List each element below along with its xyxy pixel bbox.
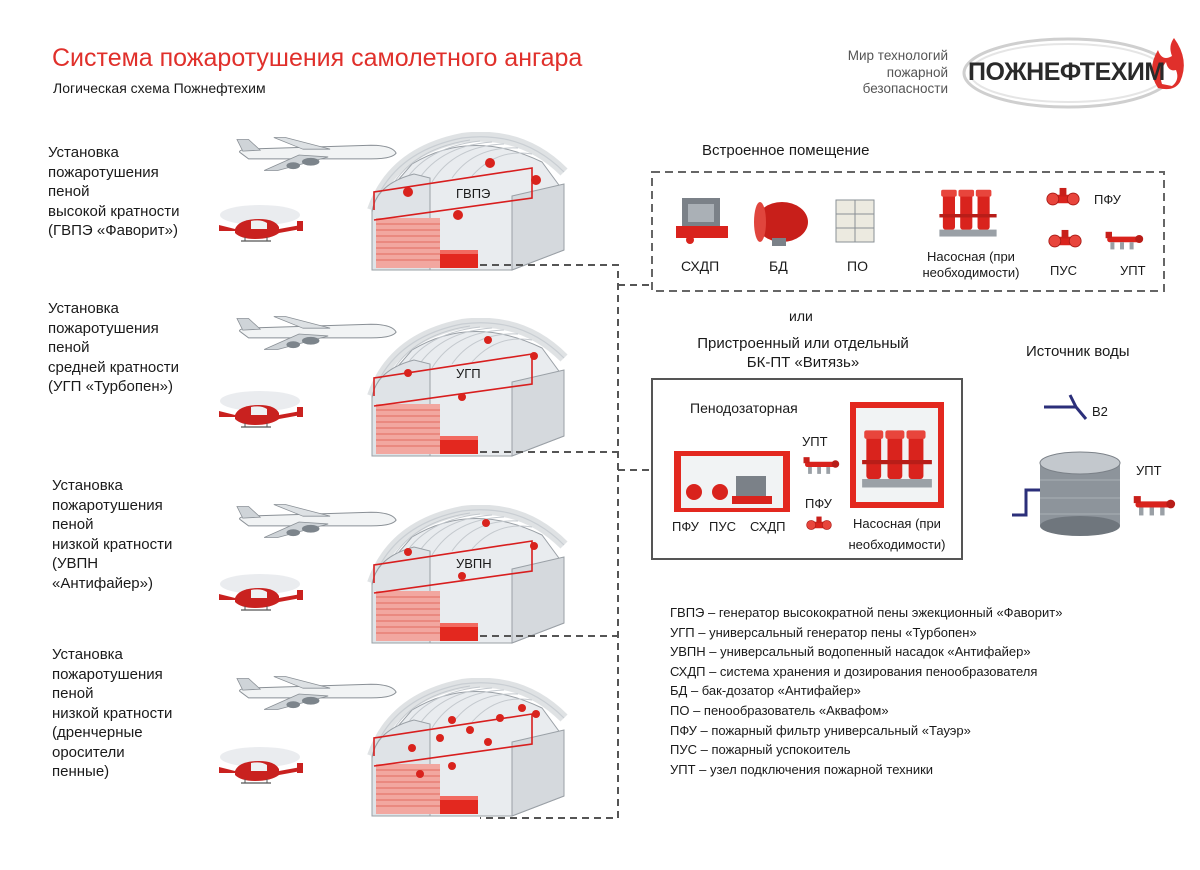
pump-room-label: Насосная (при необходимости) xyxy=(848,516,946,552)
hangar-label: УВПН xyxy=(456,556,492,571)
pus-label: ПУС xyxy=(1050,263,1077,278)
builtin-room-frame xyxy=(651,171,1165,292)
legend-item: УПТ – узел подключения пожарной техники xyxy=(670,761,934,777)
pipe-label: В2 xyxy=(1092,404,1108,419)
page-title: Система пожаротушения самолетного ангара xyxy=(52,44,583,72)
pfu-filter-icon xyxy=(1046,187,1080,206)
legend-item: БД – бак-дозатор «Антифайер» xyxy=(670,683,861,699)
upt-label: УПТ xyxy=(1136,463,1162,478)
upt-label: УПТ xyxy=(802,434,828,449)
po-label: ПО xyxy=(847,258,868,274)
nozzle-icon xyxy=(403,158,541,778)
pump-icon xyxy=(939,189,997,237)
sxdp-icon xyxy=(676,198,728,244)
hangar-label: ГВПЭ xyxy=(456,186,491,201)
helicopter-icon xyxy=(218,204,304,242)
brand-tagline: Мир технологий пожарной безопасности xyxy=(847,48,948,96)
abbreviation-legend: ГВПЭ – генератор высокократной пены эжек… xyxy=(670,603,1062,779)
hangar-icon xyxy=(372,510,564,643)
upt-icon xyxy=(803,457,840,474)
pump-room-label: Насосная (при необходимости) xyxy=(922,249,1020,280)
page-subtitle: Логическая схема Пожнефтехим xyxy=(53,80,266,96)
pump-container-icon xyxy=(850,402,944,508)
pus-label: ПУС xyxy=(709,519,736,534)
hangar-icon xyxy=(372,683,564,816)
bd-label: БД xyxy=(769,258,788,274)
water-tank-icon xyxy=(1012,451,1121,536)
pfu-label: ПФУ xyxy=(1094,192,1121,207)
hangar-icon xyxy=(372,137,564,270)
sxdp-label: СХДП xyxy=(750,519,786,534)
water-pipe-icon xyxy=(1044,394,1088,420)
logo-text: ПОЖНЕФТЕХИМ xyxy=(968,58,1165,86)
upt-label: УПТ xyxy=(1120,263,1146,278)
pfu-filter-icon xyxy=(806,516,832,530)
dosing-container-icon xyxy=(674,451,790,512)
helicopter-icon xyxy=(218,390,304,428)
legend-item: ПФУ – пожарный фильтр универсальный «Тау… xyxy=(670,722,971,738)
legend-item: УГП – универсальный генератор пены «Турб… xyxy=(670,624,977,640)
bd-tank-icon xyxy=(754,202,808,246)
airplane-icon xyxy=(236,504,397,539)
airplane-icon xyxy=(236,676,397,711)
hangar-icon xyxy=(372,323,564,456)
water-source-title: Источник воды xyxy=(1026,343,1130,360)
pfu-label: ПФУ xyxy=(672,519,699,534)
legend-item: УВПН – универсальный водопенный насадок … xyxy=(670,644,1031,660)
dosing-room-label: Пенодозаторная xyxy=(690,400,798,416)
pfu-label: ПФУ xyxy=(805,496,832,511)
hangar-label: УГП xyxy=(456,366,481,381)
builtin-room-title: Встроенное помещение xyxy=(702,142,870,159)
airplane-icon xyxy=(236,137,397,172)
legend-item: ГВПЭ – генератор высокократной пены эжек… xyxy=(670,605,1063,620)
upt-icon xyxy=(1105,231,1144,250)
legend-item: ПУС – пожарный успокоитель xyxy=(670,742,851,758)
legend-item: СХДП – система хранения и дозирования пе… xyxy=(670,663,1038,679)
or-label: или xyxy=(789,308,813,324)
po-container-icon xyxy=(835,199,875,243)
module-frame xyxy=(651,378,963,560)
legend-item: ПО – пенообразователь «Аквафом» xyxy=(670,702,889,718)
pus-icon xyxy=(1048,229,1082,248)
helicopter-icon xyxy=(218,746,304,784)
module-title: Пристроенный или отдельный БК-ПТ «Витязь… xyxy=(697,335,909,371)
connection-line xyxy=(480,264,652,819)
sxdp-label: СХДП xyxy=(681,258,720,274)
helicopter-icon xyxy=(218,573,304,611)
airplane-icon xyxy=(236,316,397,351)
upt-icon xyxy=(1133,496,1176,516)
brand-logo xyxy=(962,37,1184,109)
